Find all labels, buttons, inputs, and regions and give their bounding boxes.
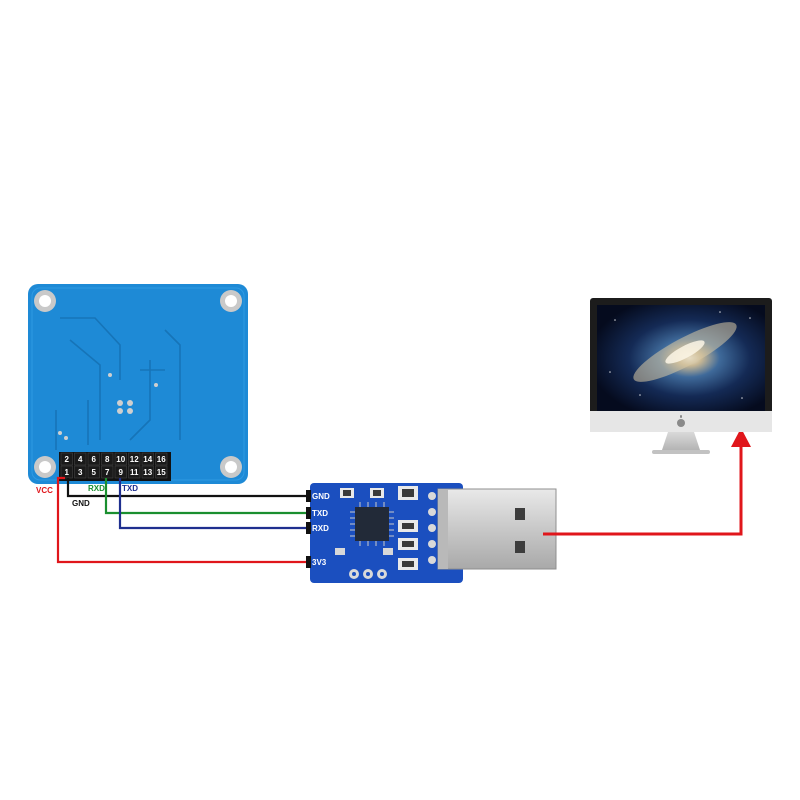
mounting-hole xyxy=(34,456,56,478)
txd-wire xyxy=(118,478,310,530)
adapter-pin-3v3: 3V3 xyxy=(312,558,327,567)
mounting-hole xyxy=(220,456,242,478)
usb-connection-arrow xyxy=(543,428,751,536)
rxd-wire xyxy=(104,478,310,515)
header-pin-cell xyxy=(60,465,73,479)
header-pin-number-bottom: 3 xyxy=(78,468,83,477)
header-pin-number-bottom: 9 xyxy=(119,468,124,477)
header-pin-cell xyxy=(128,465,141,479)
header-pin-cell xyxy=(101,452,114,466)
header-pin-cell xyxy=(128,452,141,466)
header-pin-number-top: 8 xyxy=(105,455,110,464)
usb-ttl-adapter: GND TXD RXD 3V3 xyxy=(306,483,557,583)
header-pin-number-bottom: 11 xyxy=(130,468,139,477)
header-pin-cell xyxy=(74,452,87,466)
module-board xyxy=(28,284,248,484)
header-pin-number-top: 2 xyxy=(65,455,70,464)
header-pin-cell xyxy=(155,452,168,466)
header-pin-number-top: 4 xyxy=(78,455,83,464)
computer-monitor xyxy=(590,298,772,454)
header-pin-cell xyxy=(87,452,100,466)
header-pin-cell xyxy=(141,452,154,466)
pcb-vias xyxy=(58,373,158,440)
adapter-pin-rxd: RXD xyxy=(312,524,329,533)
header-pin-number-top: 10 xyxy=(116,455,125,464)
usb-plug xyxy=(437,488,557,570)
gnd-wire xyxy=(66,478,310,498)
header-pin-number-top: 16 xyxy=(157,455,166,464)
rxd-label: RXD xyxy=(88,484,105,493)
header-pin-number-bottom: 5 xyxy=(92,468,97,477)
header-pin-number-top: 12 xyxy=(130,455,139,464)
header-pin-cell xyxy=(114,452,127,466)
smd-components xyxy=(335,486,418,570)
vcc-wire xyxy=(56,476,310,564)
header-pin-number-top: 14 xyxy=(143,455,152,464)
header-pin-cell xyxy=(141,465,154,479)
usb-chip xyxy=(355,507,389,541)
header-pin-number-bottom: 13 xyxy=(143,468,152,477)
mounting-hole xyxy=(34,290,56,312)
through-holes xyxy=(349,492,436,579)
mounting-hole xyxy=(220,290,242,312)
wires xyxy=(56,476,310,564)
vcc-label: VCC xyxy=(36,486,53,495)
header-pin-cell xyxy=(74,465,87,479)
header-pin-cell xyxy=(101,465,114,479)
adapter-pin-txd: TXD xyxy=(312,509,328,518)
adapter-header-pins xyxy=(306,490,311,568)
header-pin-cell xyxy=(87,465,100,479)
header-pin-cell xyxy=(155,465,168,479)
apple-logo-icon xyxy=(677,415,685,427)
adapter-pin-gnd: GND xyxy=(312,492,330,501)
pcb-traces xyxy=(55,317,181,450)
header-pin-cell xyxy=(60,452,73,466)
header-pin-number-top: 6 xyxy=(92,455,97,464)
header-pin-number-bottom: 15 xyxy=(157,468,166,477)
txd-label: TXD xyxy=(122,484,138,493)
monitor-stand xyxy=(662,432,700,450)
header-pin-number-bottom: 1 xyxy=(65,468,70,477)
header-pin-number-bottom: 7 xyxy=(105,468,110,477)
gnd-label: GND xyxy=(72,499,90,508)
